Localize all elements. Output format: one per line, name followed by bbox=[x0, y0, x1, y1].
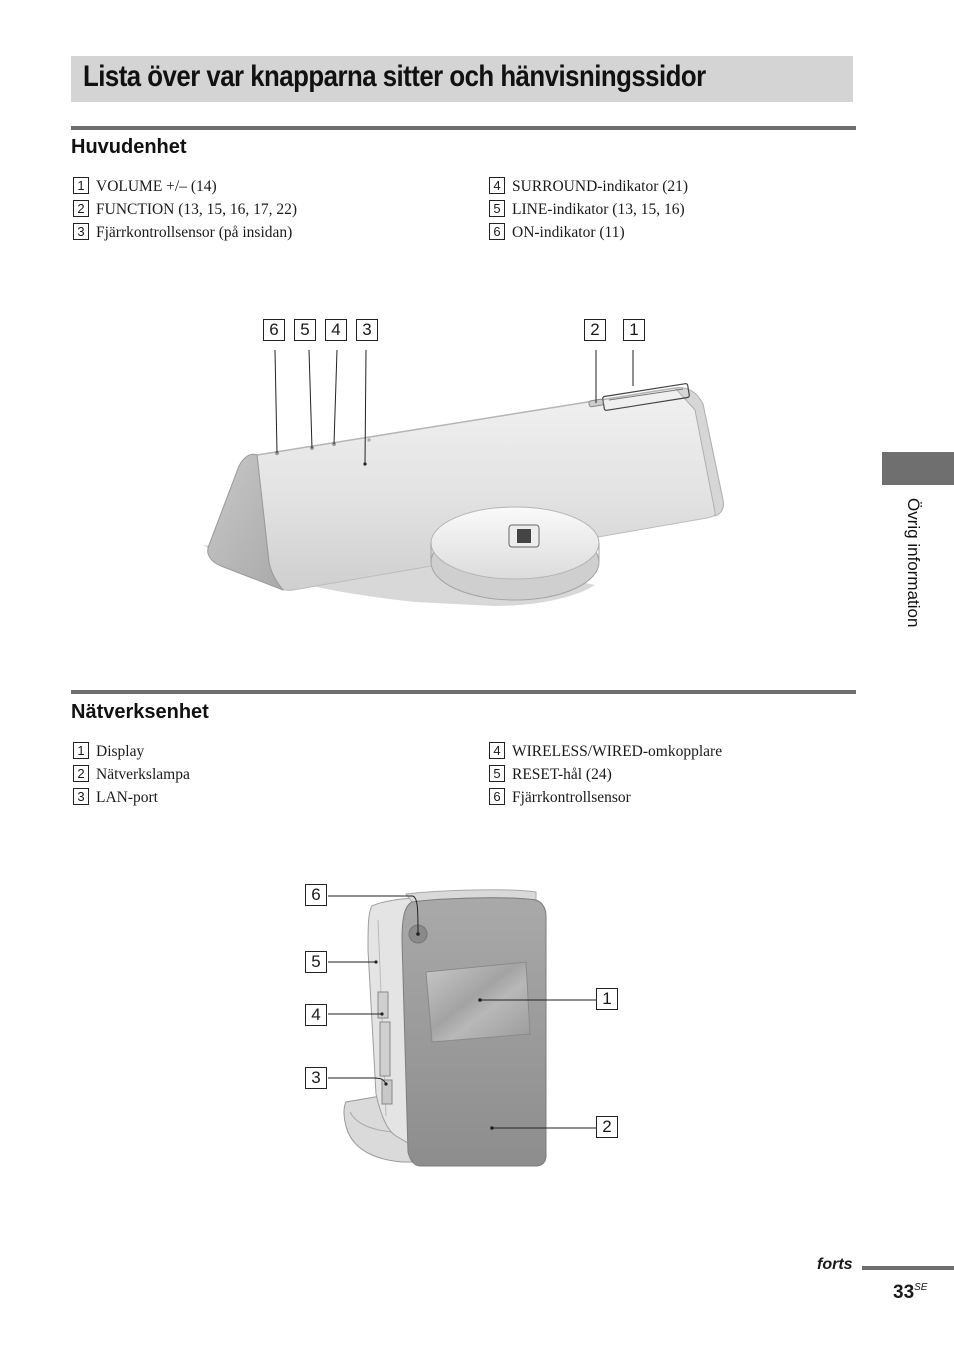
item-number-box: 3 bbox=[73, 788, 89, 805]
page-number-suffix: SE bbox=[914, 1282, 928, 1293]
main-unit-list-left: 1 VOLUME +/– (14) 2 FUNCTION (13, 15, 16, … bbox=[73, 175, 297, 244]
item-number-box: 4 bbox=[489, 742, 505, 759]
callout-4: 4 bbox=[305, 1004, 327, 1026]
item-label: Display bbox=[96, 743, 145, 760]
list-item: 2 FUNCTION (13, 15, 16, 17, 22) bbox=[73, 198, 297, 221]
list-item: 6 Fjärrkontrollsensor bbox=[489, 786, 722, 809]
main-unit-illustration bbox=[203, 349, 724, 606]
item-label: WIRELESS/WIRED-omkopplare bbox=[512, 743, 723, 760]
side-tab bbox=[882, 452, 954, 485]
list-item: 6 ON-indikator (11) bbox=[489, 221, 688, 244]
item-number-box: 3 bbox=[73, 223, 89, 240]
item-number-box: 1 bbox=[73, 177, 89, 194]
item-number-box: 6 bbox=[489, 788, 505, 805]
callout-3: 3 bbox=[356, 319, 378, 341]
callout-1: 1 bbox=[596, 988, 618, 1010]
list-item: 4 WIRELESS/WIRED-omkopplare bbox=[489, 740, 722, 763]
item-label: FUNCTION (13, 15, 16, 17, 22) bbox=[96, 201, 298, 218]
continued-label: forts bbox=[817, 1256, 853, 1273]
page-title: Lista över var knapparna sitter och hänv… bbox=[83, 60, 706, 93]
item-label: Fjärrkontrollsensor (på insidan) bbox=[96, 224, 293, 241]
network-unit-list-left: 1 Display 2 Nätverkslampa 3 LAN-port bbox=[73, 740, 190, 809]
item-number-box: 4 bbox=[489, 177, 505, 194]
callout-2: 2 bbox=[584, 319, 606, 341]
list-item: 1 VOLUME +/– (14) bbox=[73, 175, 297, 198]
list-item: 3 Fjärrkontrollsensor (på insidan) bbox=[73, 221, 297, 244]
item-number-box: 2 bbox=[73, 200, 89, 217]
item-label: ON-indikator (11) bbox=[512, 224, 625, 241]
network-unit-illustration bbox=[328, 889, 596, 1167]
callout-5: 5 bbox=[294, 319, 316, 341]
list-item: 3 LAN-port bbox=[73, 786, 190, 809]
item-number-box: 1 bbox=[73, 742, 89, 759]
item-label: SURROUND-indikator (21) bbox=[512, 178, 689, 195]
item-number-box: 6 bbox=[489, 223, 505, 240]
section-rule-network-unit bbox=[71, 690, 856, 694]
callout-1: 1 bbox=[623, 319, 645, 341]
list-item: 4 SURROUND-indikator (21) bbox=[489, 175, 688, 198]
heading-main-unit: Huvudenhet bbox=[71, 136, 187, 158]
page-number-value: 33 bbox=[893, 1282, 915, 1303]
list-item: 2 Nätverkslampa bbox=[73, 763, 190, 786]
page-number: 33SE bbox=[893, 1282, 927, 1304]
list-item: 1 Display bbox=[73, 740, 190, 763]
item-number-box: 2 bbox=[73, 765, 89, 782]
callout-6: 6 bbox=[263, 319, 285, 341]
section-rule-main-unit bbox=[71, 126, 856, 130]
list-item: 5 RESET-hål (24) bbox=[489, 763, 722, 786]
callout-6: 6 bbox=[305, 884, 327, 906]
list-item: 5 LINE-indikator (13, 15, 16) bbox=[489, 198, 688, 221]
item-number-box: 5 bbox=[489, 200, 505, 217]
callout-2: 2 bbox=[596, 1116, 618, 1138]
page-title-bar: Lista över var knapparna sitter och hänv… bbox=[71, 56, 853, 102]
continued-rule bbox=[862, 1266, 954, 1270]
item-number-box: 5 bbox=[489, 765, 505, 782]
item-label: LAN-port bbox=[96, 789, 158, 806]
side-tab-text: Övrig information bbox=[904, 498, 923, 628]
heading-network-unit: Nätverksenhet bbox=[71, 701, 209, 723]
item-label: Fjärrkontrollsensor bbox=[512, 789, 631, 806]
side-tab-label: Övrig information bbox=[903, 498, 925, 673]
callout-5: 5 bbox=[305, 951, 327, 973]
main-unit-list-right: 4 SURROUND-indikator (21) 5 LINE-indikator… bbox=[489, 175, 688, 244]
item-label: Nätverkslampa bbox=[96, 766, 190, 783]
network-unit-list-right: 4 WIRELESS/WIRED-omkopplare 5 RESET-hål (2… bbox=[489, 740, 722, 809]
item-label: VOLUME +/– (14) bbox=[96, 178, 217, 195]
callout-3: 3 bbox=[305, 1067, 327, 1089]
item-label: LINE-indikator (13, 15, 16) bbox=[512, 201, 685, 218]
callout-4: 4 bbox=[325, 319, 347, 341]
item-label: RESET-hål (24) bbox=[512, 766, 612, 783]
